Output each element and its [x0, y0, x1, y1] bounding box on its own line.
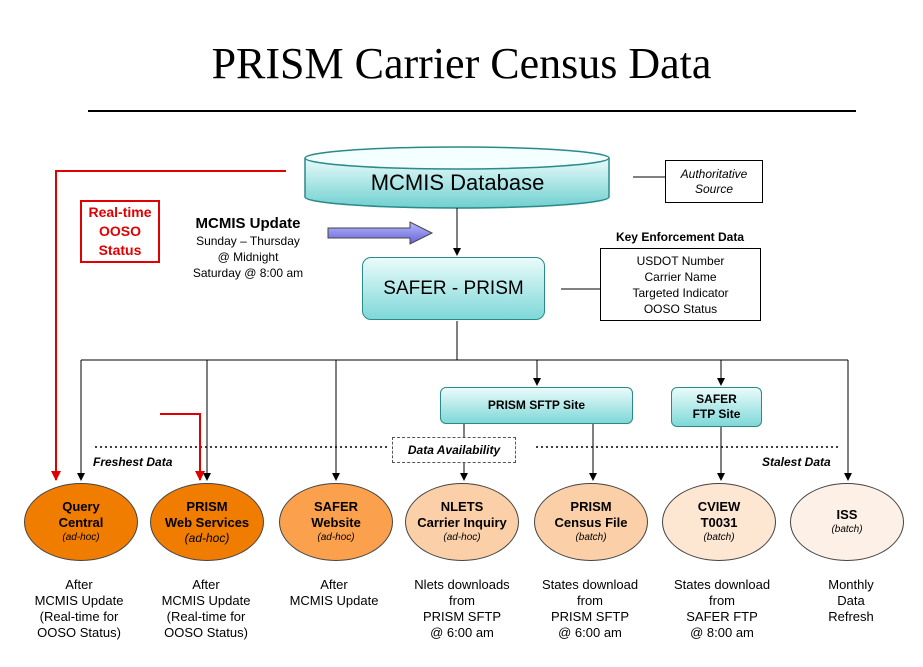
output-oval-query-central: Query Central (ad-hoc) — [24, 483, 138, 561]
caption-line: OOSO Status) — [164, 625, 248, 640]
key-enforcement-item: OOSO Status — [643, 301, 718, 316]
output-mode: (ad-hoc) — [184, 531, 230, 545]
caption-line: MCMIS Update — [34, 593, 124, 608]
caption-line: MCMIS Update — [161, 593, 251, 608]
key-enforcement-title: Key Enforcement Data — [615, 230, 745, 244]
realtime-ooso-line: OOSO — [98, 223, 141, 239]
mcmis-update-heading: MCMIS Update — [195, 215, 301, 232]
output-mode: (batch) — [575, 532, 607, 543]
caption-line: States download — [541, 577, 639, 592]
output-oval-prism-census-file: PRISM Census File (batch) — [534, 483, 648, 561]
output-caption-prism-census-file: States download from PRISM SFTP @ 6:00 a… — [520, 577, 660, 641]
title-divider — [88, 110, 856, 112]
realtime-ooso-line: Real-time — [88, 204, 152, 220]
caption-line: Refresh — [828, 609, 874, 624]
output-mode: (batch) — [831, 524, 863, 535]
safer-ftp-site-line: SAFER — [696, 392, 737, 406]
caption-line: PRISM SFTP — [422, 609, 501, 624]
caption-line: @ 8:00 am — [690, 625, 754, 640]
output-name-line: Web Services — [164, 515, 250, 530]
output-name-line: Census File — [554, 515, 628, 530]
output-name-line: ISS — [836, 507, 858, 522]
authoritative-source-line: Source — [694, 181, 734, 196]
caption-line: Nlets downloads — [414, 577, 510, 592]
mcmis-update-line: Sunday – Thursday — [196, 234, 300, 248]
stalest-data-label: Stalest Data — [762, 455, 831, 469]
output-name-line: SAFER — [313, 499, 359, 514]
caption-line: (Real-time for — [39, 609, 119, 624]
caption-line: Data — [837, 593, 865, 608]
caption-line: PRISM SFTP — [550, 609, 629, 624]
key-enforcement-item: Targeted Indicator — [632, 285, 729, 300]
output-mode: (ad-hoc) — [317, 532, 355, 543]
mcmis-database-cylinder — [304, 146, 610, 209]
safer-ftp-site-box: SAFER FTP Site — [671, 387, 762, 427]
mcmis-update-arrow — [327, 221, 434, 245]
caption-line: SAFER FTP — [686, 609, 758, 624]
key-enforcement-box: USDOT Number Carrier Name Targeted Indic… — [600, 248, 761, 321]
output-name-line: Website — [311, 515, 361, 530]
authoritative-source-line: Authoritative — [680, 166, 748, 181]
realtime-ooso-path — [51, 170, 286, 481]
caption-line: from — [577, 593, 603, 608]
output-oval-cview-t0031: CVIEW T0031 (batch) — [662, 483, 776, 561]
output-name-line: T0031 — [700, 515, 738, 530]
prism-sftp-site-box: PRISM SFTP Site — [440, 387, 633, 424]
caption-line: Monthly — [828, 577, 874, 592]
output-oval-nlets-carrier-inquiry: NLETS Carrier Inquiry (ad-hoc) — [405, 483, 519, 561]
output-name-line: NLETS — [440, 499, 484, 514]
safer-prism-box: SAFER - PRISM — [362, 257, 545, 320]
caption-line: @ 6:00 am — [430, 625, 494, 640]
safer-ftp-site-line: FTP Site — [692, 407, 741, 421]
output-oval-safer-website: SAFER Website (ad-hoc) — [279, 483, 393, 561]
output-caption-iss: Monthly Data Refresh — [781, 577, 921, 625]
caption-line: After — [65, 577, 93, 592]
page-title: PRISM Carrier Census Data — [211, 39, 712, 88]
caption-line: After — [320, 577, 348, 592]
caption-line: from — [709, 593, 735, 608]
caption-line: from — [449, 593, 475, 608]
output-name-line: Central — [58, 515, 104, 530]
output-name-line: CVIEW — [697, 499, 741, 514]
output-oval-prism-web-services: PRISM Web Services (ad-hoc) — [150, 483, 264, 561]
output-caption-query-central: After MCMIS Update (Real-time for OOSO S… — [9, 577, 149, 641]
realtime-ooso-line: Status — [98, 242, 142, 258]
caption-line: States download — [673, 577, 771, 592]
mcmis-update-line: Saturday @ 8:00 am — [192, 266, 304, 280]
output-caption-nlets-carrier-inquiry: Nlets downloads from PRISM SFTP @ 6:00 a… — [392, 577, 532, 641]
caption-line: After — [192, 577, 220, 592]
realtime-ooso-box: Real-time OOSO Status — [80, 200, 160, 263]
mcmis-update-schedule: MCMIS Update Sunday – Thursday @ Midnigh… — [180, 214, 316, 281]
output-mode: (ad-hoc) — [443, 532, 481, 543]
output-caption-prism-web-services: After MCMIS Update (Real-time for OOSO S… — [136, 577, 276, 641]
output-name-line: Query — [62, 499, 100, 514]
caption-line: MCMIS Update — [289, 593, 379, 608]
output-mode: (ad-hoc) — [62, 532, 100, 543]
output-name-line: Carrier Inquiry — [417, 515, 507, 530]
output-oval-iss: ISS (batch) — [790, 483, 904, 561]
output-name-line: PRISM — [570, 499, 612, 514]
output-caption-cview-t0031: States download from SAFER FTP @ 8:00 am — [652, 577, 792, 641]
key-enforcement-item: Carrier Name — [644, 269, 717, 284]
output-name-line: PRISM — [186, 499, 228, 514]
authoritative-source-box: Authoritative Source — [665, 160, 763, 203]
freshest-data-label: Freshest Data — [93, 455, 173, 469]
key-enforcement-item: USDOT Number — [636, 253, 725, 268]
mcmis-update-line: @ Midnight — [217, 250, 279, 264]
caption-line: OOSO Status) — [37, 625, 121, 640]
data-availability-box: Data Availability — [392, 437, 516, 463]
caption-line: @ 6:00 am — [558, 625, 622, 640]
output-mode: (batch) — [703, 532, 735, 543]
caption-line: (Real-time for — [166, 609, 246, 624]
output-caption-safer-website: After MCMIS Update — [264, 577, 404, 609]
mcmis-database-label: MCMIS Database — [370, 170, 545, 195]
distribution-tree — [77, 321, 852, 481]
